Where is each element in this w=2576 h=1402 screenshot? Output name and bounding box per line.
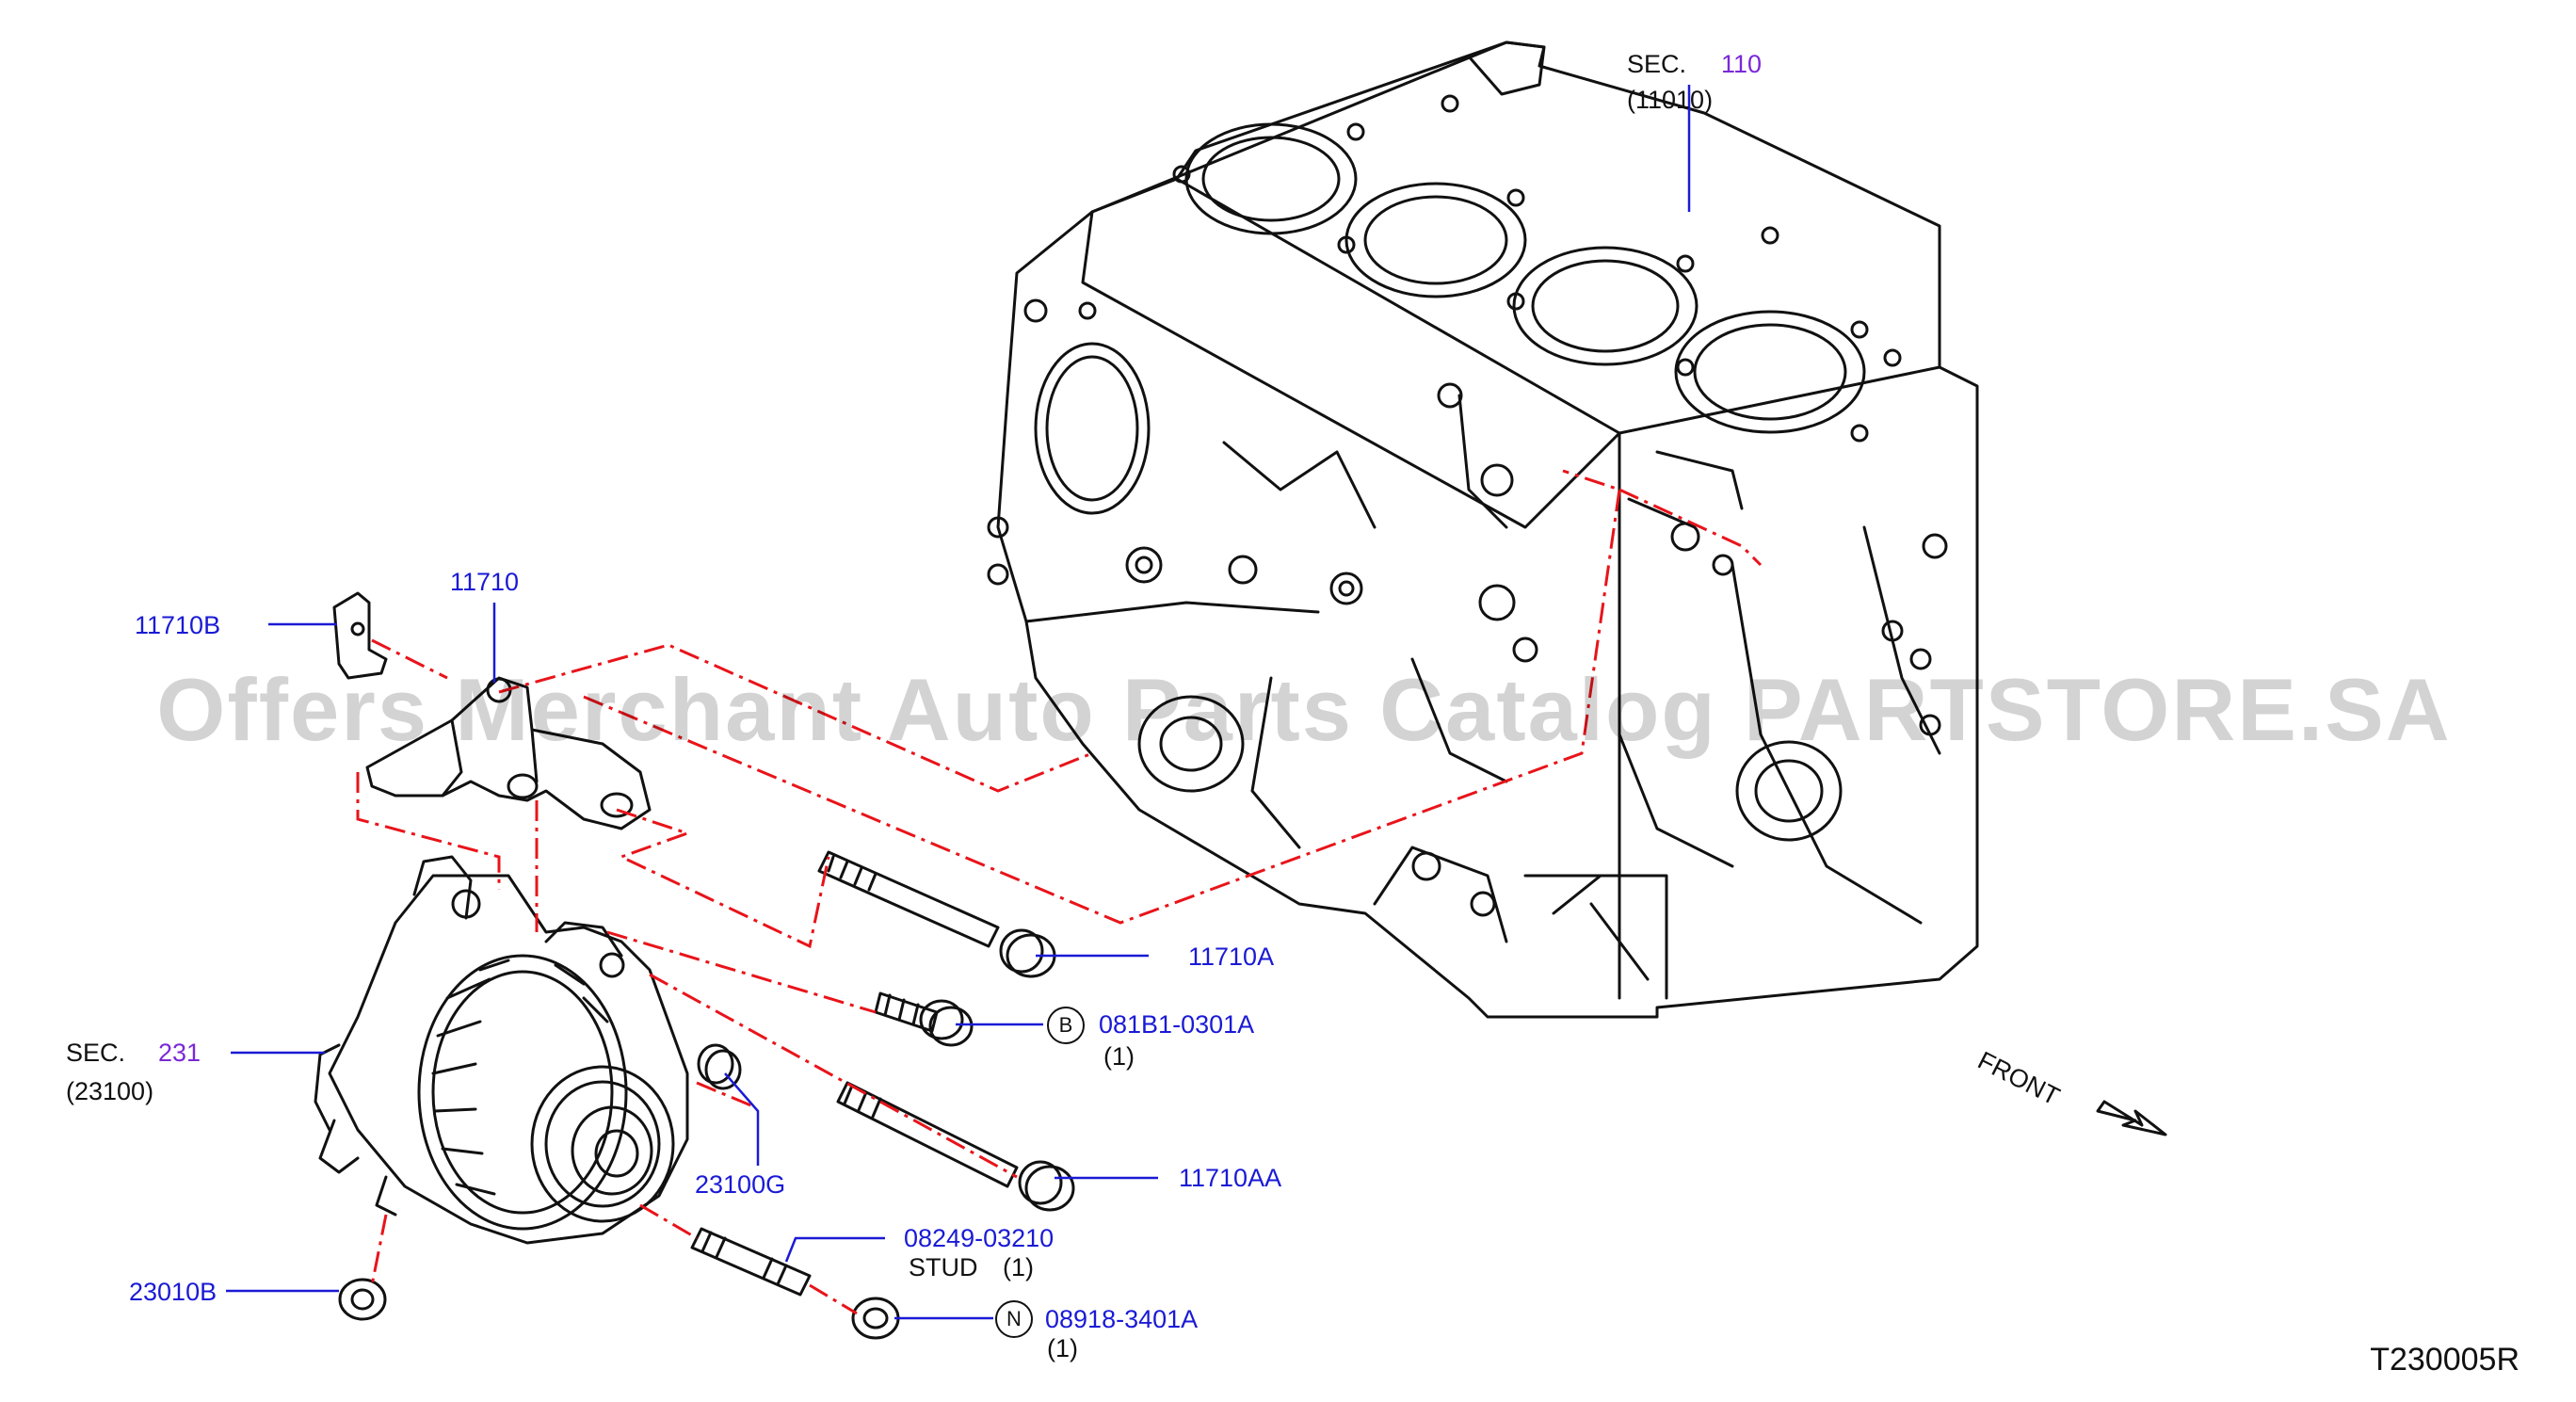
sec231-subcode: (23100): [66, 1077, 154, 1105]
bracket-illustration: [365, 676, 652, 830]
sec110-prefix: SEC.: [1627, 50, 1687, 78]
part-081b1-qty: (1): [1103, 1042, 1135, 1071]
nut-23010b-illustration: [338, 1278, 387, 1321]
part-11710aa-link[interactable]: 11710AA: [1179, 1164, 1282, 1192]
bolt-081b1-illustration: [874, 991, 974, 1047]
part-11710-link[interactable]: 11710: [450, 568, 520, 596]
cylinder-block-illustration: [987, 40, 1979, 1019]
part-23100g-link[interactable]: 23100G: [695, 1170, 786, 1199]
spacer-illustration: [697, 1043, 742, 1090]
bolt-11710aa-illustration: [836, 1081, 1075, 1212]
part-11710a-link[interactable]: 11710A: [1188, 943, 1275, 971]
part-23010b-link[interactable]: 23010B: [129, 1278, 217, 1306]
sec231-link[interactable]: 231: [158, 1039, 201, 1067]
alternator-illustration: [314, 855, 689, 1245]
part-08918-qty: (1): [1047, 1334, 1078, 1362]
sec110-link[interactable]: 110: [1721, 50, 1763, 78]
part-08249-qty: (1): [1003, 1253, 1034, 1281]
marker-b-icon: B: [1047, 1007, 1085, 1044]
stud-illustration: [690, 1227, 812, 1297]
part-08249-link[interactable]: 08249-03210: [904, 1224, 1055, 1252]
part-08249-desc: STUD: [909, 1253, 978, 1281]
marker-n-icon: N: [995, 1300, 1033, 1338]
sec110-subcode: (11010): [1627, 86, 1714, 114]
small-bracket-illustration: [332, 591, 388, 680]
assembly-phantom-lines: [356, 469, 1763, 1315]
bolt-11710a-illustration: [817, 850, 1056, 978]
diagram-code: T230005R: [2370, 1342, 2520, 1378]
part-08918-link[interactable]: 08918-3401A: [1045, 1305, 1199, 1333]
front-arrow-icon: [2096, 1100, 2167, 1136]
sec231-prefix: SEC.: [66, 1039, 126, 1067]
part-11710b-link[interactable]: 11710B: [135, 611, 221, 639]
leader-lines: [226, 85, 1691, 1320]
nut-08918-illustration: [851, 1297, 900, 1340]
part-081b1-link[interactable]: 081B1-0301A: [1099, 1010, 1255, 1039]
